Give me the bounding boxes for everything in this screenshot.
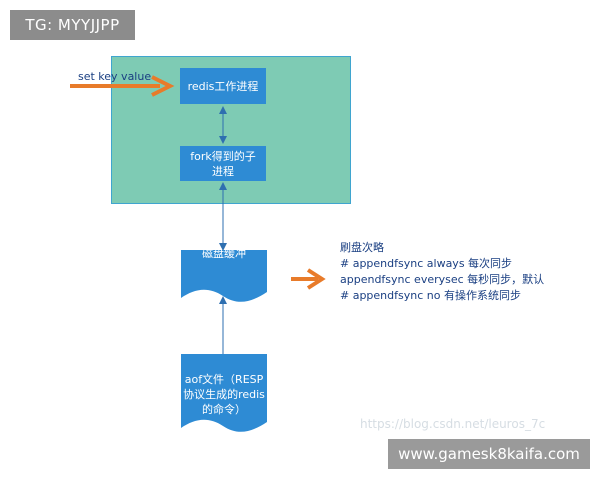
aof-file-label-line3: 的命令） <box>202 403 246 416</box>
strategy-line-always: # appendfsync always 每次同步 <box>340 257 513 270</box>
aof-file-label: aof文件（RESP 协议生成的redis 的命令） <box>181 372 267 417</box>
site-badge: www.gamesk8kaifa.com <box>388 439 590 469</box>
redis-process-box: redis工作进程 <box>180 68 266 104</box>
strategy-line-everysec: appendfsync everysec 每秒同步，默认 <box>340 273 545 286</box>
aof-file-shape <box>181 354 267 432</box>
set-key-value-label: set key value <box>78 70 152 83</box>
strategy-title: 刷盘次略 <box>340 241 384 254</box>
tg-badge: TG: MYYJJPP <box>10 10 135 40</box>
fork-child-box: fork得到的子 进程 <box>180 146 266 181</box>
aof-file-label-line2: 协议生成的redis <box>183 388 265 401</box>
input-arrow <box>70 75 175 97</box>
disk-buffer-shape <box>181 250 267 302</box>
redis-process-label: redis工作进程 <box>187 79 259 93</box>
aof-file-label-line1: aof文件（RESP <box>184 373 264 386</box>
disk-buffer-label: 磁盘缓冲 <box>202 247 246 260</box>
strategy-line-no: # appendfsync no 有操作系统同步 <box>340 289 521 302</box>
fork-child-label-line2: 进程 <box>212 164 234 178</box>
flush-strategy-text: 刷盘次略 # appendfsync always 每次同步 appendfsy… <box>340 240 544 304</box>
csdn-watermark: https://blog.csdn.net/leuros_7c <box>360 417 546 431</box>
fork-child-label-line1: fork得到的子 <box>190 149 256 163</box>
strategy-arrow <box>291 268 326 290</box>
